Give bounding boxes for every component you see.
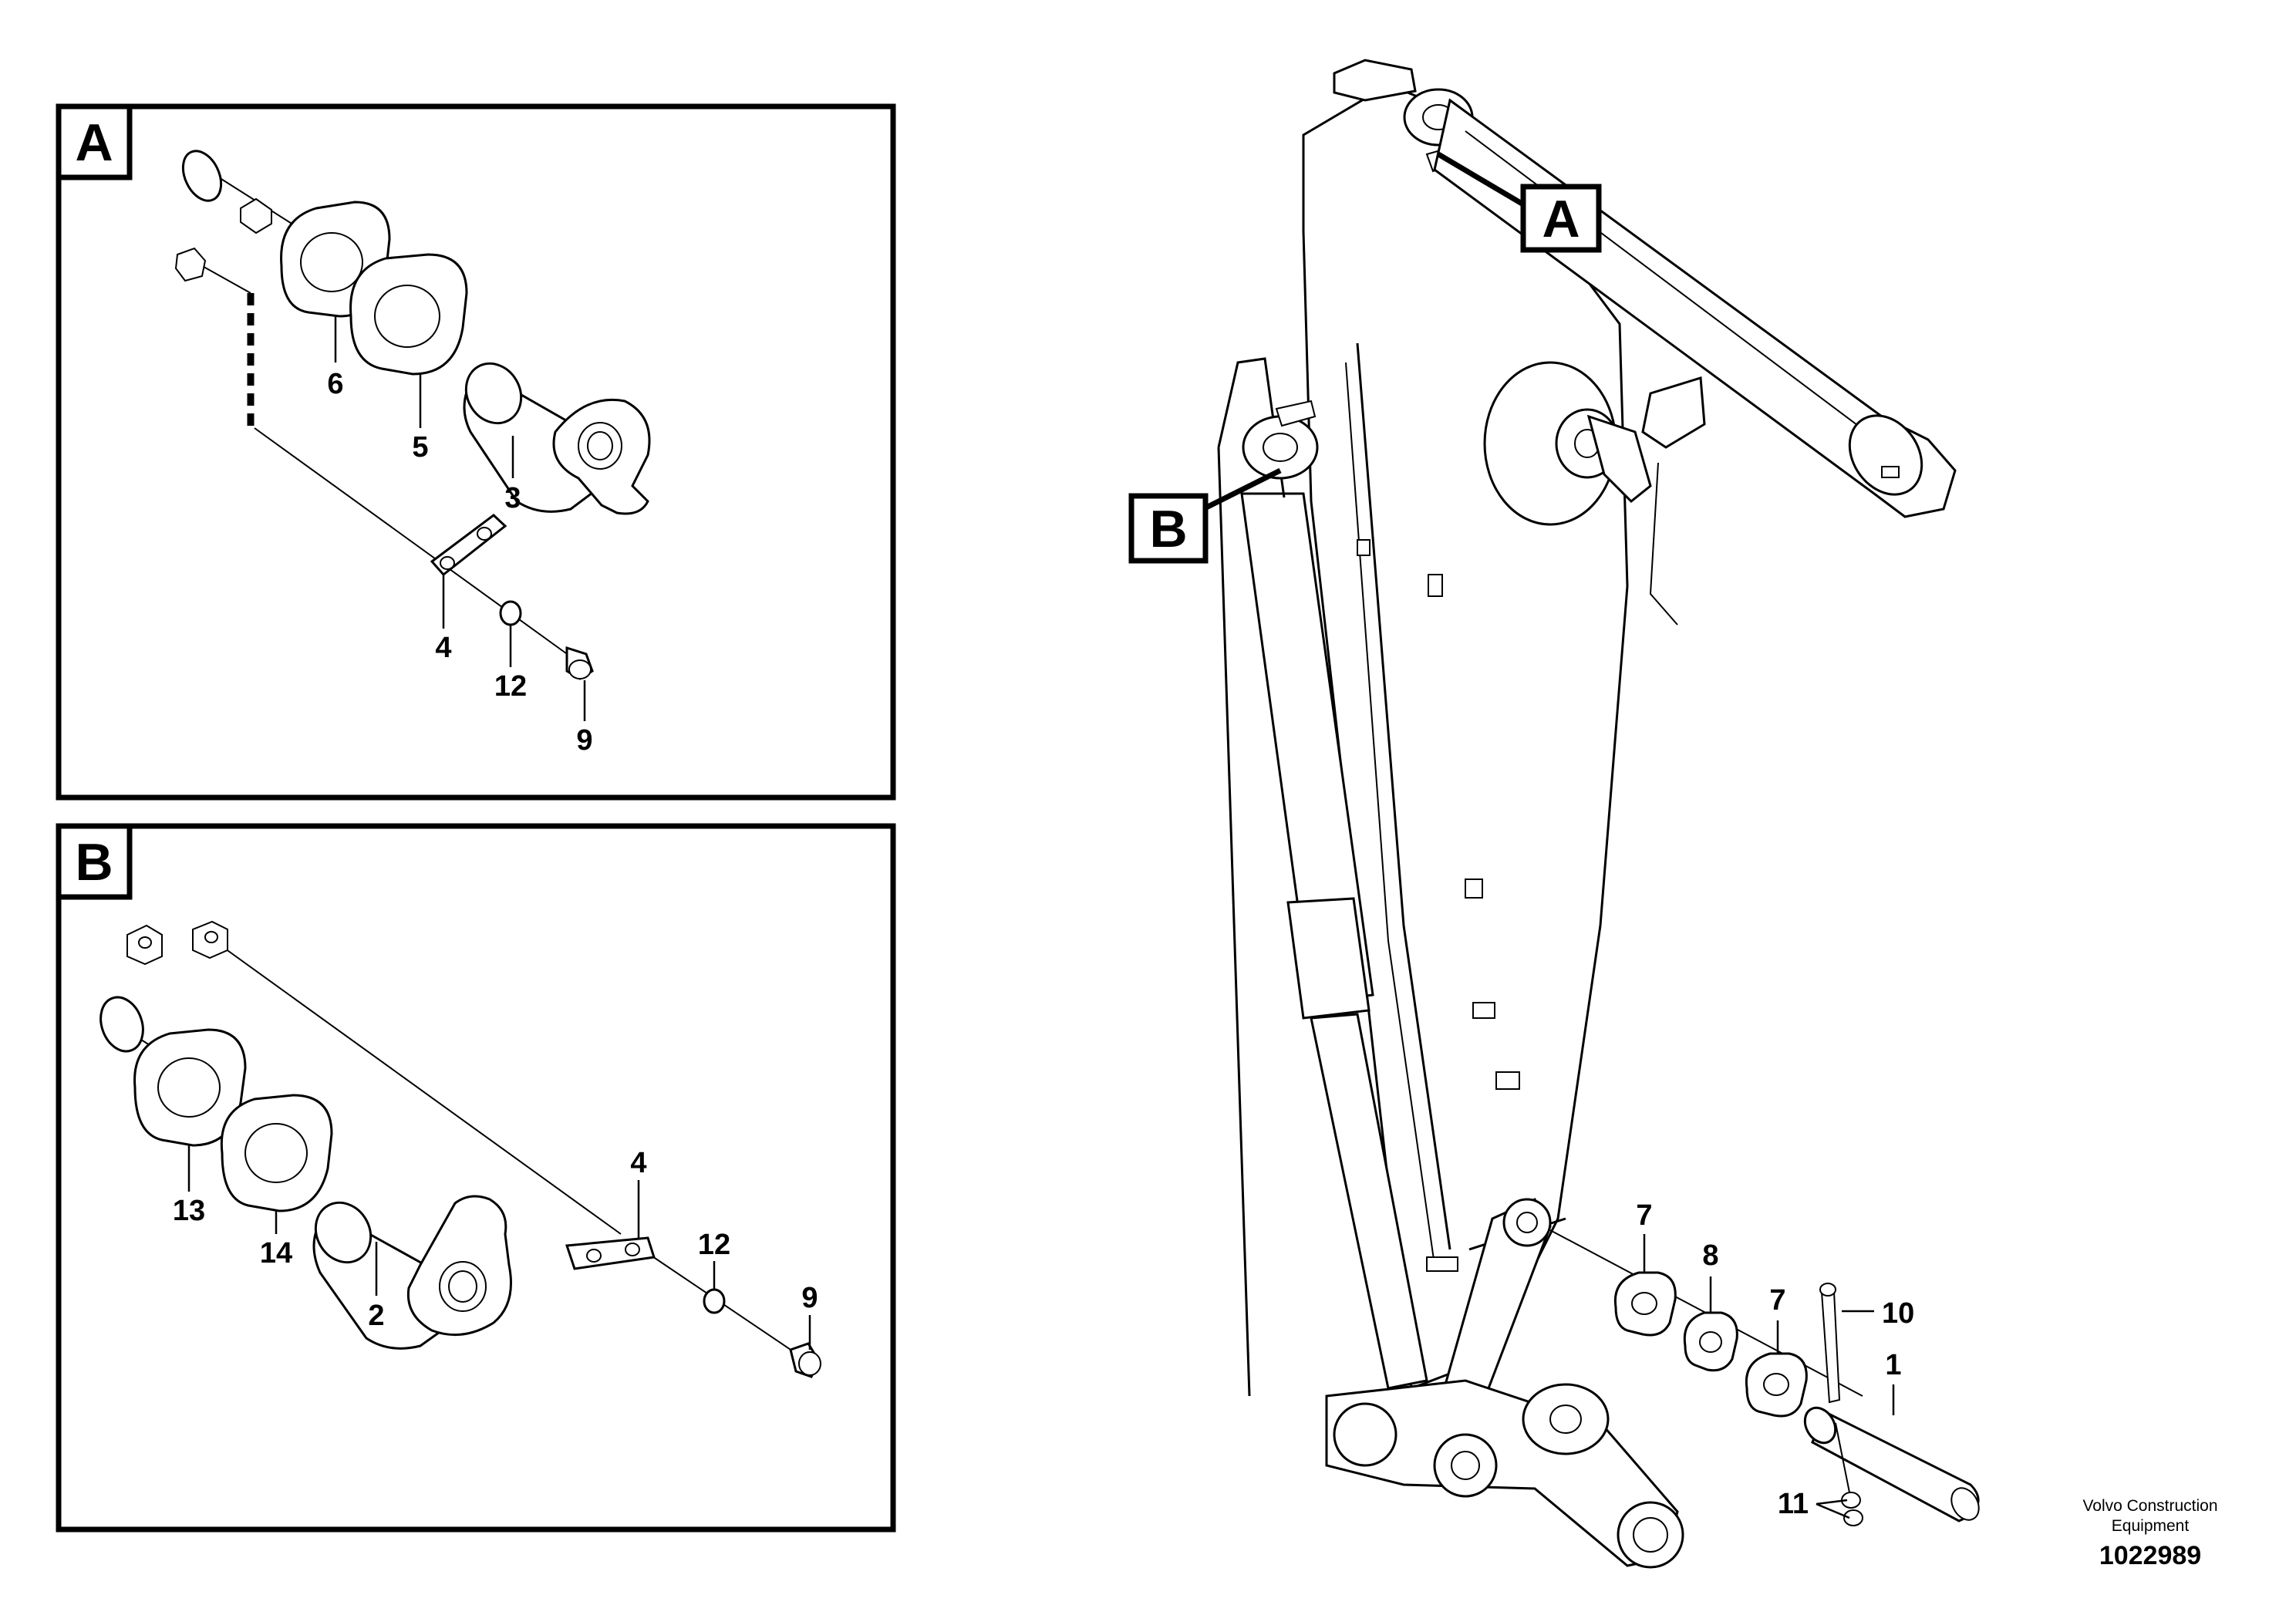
arm-hose-line [1649, 462, 1678, 626]
main-arm-view: 7 8 7 10 1 11 A B [1128, 59, 1980, 1569]
boom-link-left [1217, 447, 1251, 1397]
detail-b-tag-box [56, 823, 133, 900]
detail-b-callout-13: 13 [173, 1195, 205, 1227]
linkage-hub-hole [1549, 1404, 1582, 1434]
main-tag-b-leader [1202, 467, 1282, 512]
detail-a-panel: A [56, 103, 896, 801]
reference-number: 1022989 [2099, 1541, 2202, 1570]
detail-b-axis-upper [219, 944, 622, 1235]
main-tag-a-box [1520, 184, 1602, 253]
detail-a-shim-5 [349, 253, 468, 376]
arm-decal [1426, 1256, 1458, 1272]
detail-b-callout-9: 9 [801, 1282, 818, 1314]
main-tag-b-box [1128, 493, 1209, 564]
detail-a-callout-9: 9 [576, 724, 592, 757]
detail-a-callout-6: 6 [327, 368, 343, 400]
detail-b-callout-4: 4 [630, 1147, 646, 1179]
arm-decal [1465, 878, 1483, 899]
arm-plate-edge [1356, 342, 1451, 1250]
detail-b-panel: B [56, 823, 896, 1533]
detail-a-frame [56, 103, 896, 801]
main-shim-8 [1683, 1311, 1738, 1372]
detail-a-callout-4: 4 [435, 632, 451, 664]
detail-b-lock-plate-4 [565, 1236, 656, 1270]
detail-b-callout-14: 14 [260, 1237, 292, 1270]
arm-lock-plate-b [1275, 400, 1317, 427]
detail-a-washer-12 [499, 600, 522, 626]
main-shim-7-right [1745, 1352, 1808, 1418]
main-tag-a: A [1542, 190, 1580, 248]
detail-b-callout-2: 2 [368, 1300, 384, 1332]
detail-a-nut-upper [240, 197, 272, 234]
brand-line-1: Volvo Construction [2082, 1497, 2218, 1515]
detail-b-nut-left [126, 924, 163, 966]
arm-pivot-link [1586, 414, 1652, 504]
boom-cylinder-gland [1286, 897, 1371, 1020]
main-shim-7-left [1613, 1271, 1677, 1337]
main-tag-b: B [1149, 500, 1187, 558]
main-bolt-axis [1835, 1422, 1852, 1501]
detail-a-callout-3: 3 [504, 482, 521, 514]
arm-decal [1428, 574, 1443, 597]
detail-b-frame [56, 823, 896, 1533]
bucket-cylinder-port [1881, 466, 1900, 478]
link-upper-hole [1516, 1212, 1538, 1233]
detail-b-axis-lower [647, 1253, 803, 1358]
detail-a-lock-plate-4 [430, 514, 507, 577]
bucket-cylinder-line [1465, 130, 1867, 433]
detail-b-callout-12: 12 [698, 1229, 730, 1261]
main-callout-11: 11 [1778, 1488, 1809, 1520]
linkage-end-hole [1633, 1517, 1668, 1553]
main-bolt-10 [1819, 1283, 1841, 1404]
main-nut-11-lower [1843, 1509, 1863, 1526]
detail-a-tag: A [75, 113, 113, 172]
detail-b-shim-14 [220, 1094, 333, 1212]
main-pin-1 [1803, 1406, 1980, 1523]
main-leader-11 [1816, 1499, 1850, 1519]
detail-b-shim-13 [133, 1028, 247, 1147]
detail-a-bolt-9 [565, 646, 594, 680]
detail-b-washer-12 [703, 1288, 726, 1314]
boom-cylinder-rod [1310, 1013, 1428, 1390]
main-callout-10: 10 [1882, 1297, 1914, 1330]
main-callout-7-left: 7 [1636, 1199, 1652, 1232]
detail-b-pin-2 [312, 1195, 512, 1350]
detail-b-cap [99, 996, 144, 1053]
detail-b-bolt-9 [789, 1342, 821, 1378]
detail-a-callout-5: 5 [412, 431, 428, 464]
detail-b-nut-right [192, 920, 228, 959]
arm-top-bracket [1333, 59, 1417, 102]
detail-a-callout-12: 12 [494, 670, 527, 703]
bucket-cylinder-head [1848, 414, 1923, 496]
arm-bracket-right [1641, 376, 1706, 449]
detail-a-axis-lower [254, 427, 575, 660]
main-tag-a-leader [1437, 151, 1525, 207]
brand-line-2: Equipment [2111, 1517, 2190, 1535]
linkage-pivot-hole [1451, 1451, 1480, 1480]
linkage-left-boss [1333, 1402, 1397, 1467]
detail-a-pin-3 [463, 362, 651, 515]
main-callout-7-right: 7 [1769, 1284, 1785, 1317]
arm-decal [1357, 539, 1371, 556]
detail-b-tag: B [75, 833, 113, 892]
detail-a-nut-lower [174, 247, 207, 282]
detail-a-cap [181, 150, 223, 202]
main-callout-8: 8 [1702, 1239, 1718, 1272]
brand-caption: Volvo Construction Equipment [2027, 1496, 2274, 1536]
detail-a-tag-box [56, 103, 133, 180]
arm-decal [1472, 1002, 1495, 1019]
arm-decal [1495, 1071, 1520, 1090]
arm-lower-boss-hole [1263, 433, 1298, 462]
main-callout-1: 1 [1885, 1349, 1901, 1381]
